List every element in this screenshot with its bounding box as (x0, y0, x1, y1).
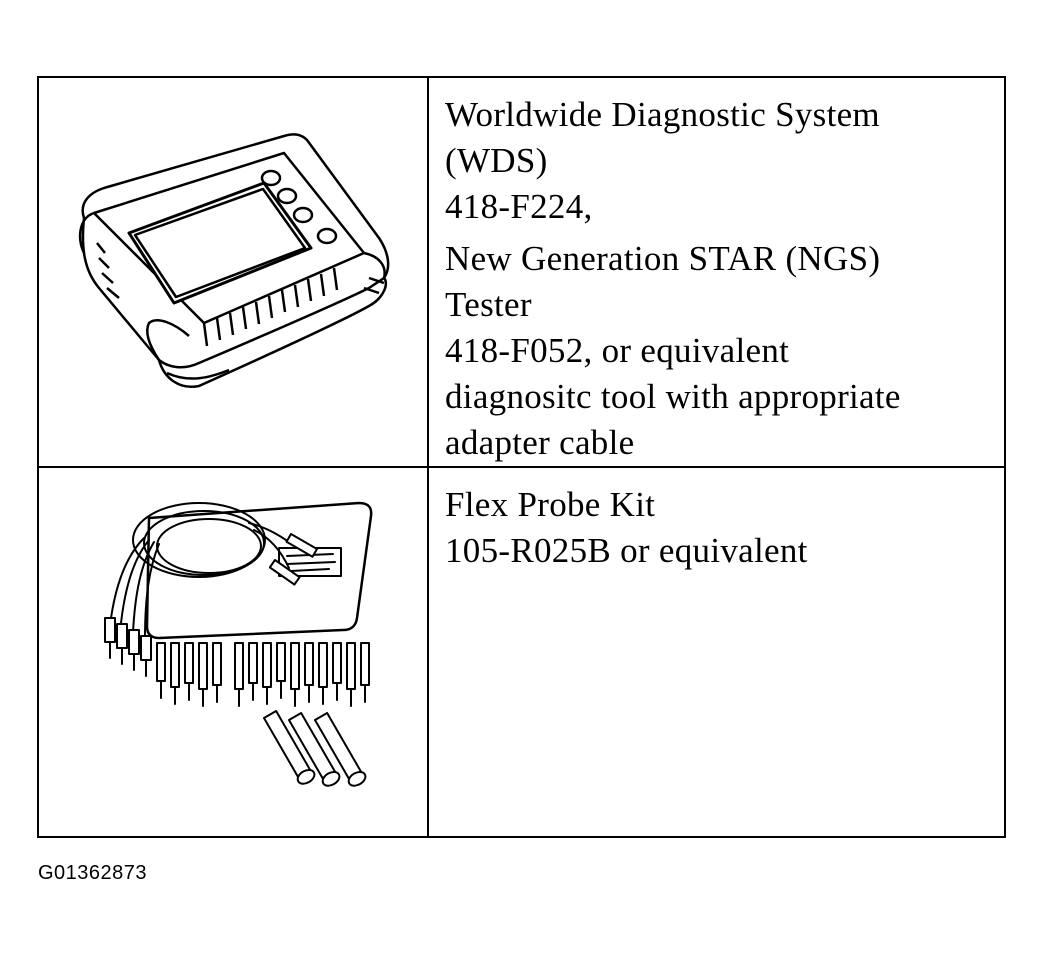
flex-probe-kit-illustration (104, 501, 373, 787)
tool-name-line: Flex Probe Kit (445, 485, 656, 524)
tool-name-line: Tester (445, 285, 532, 324)
tool-name-line: New Generation STAR (NGS) (445, 239, 881, 278)
description-cell: Worldwide Diagnostic System (WDS) 418-F2… (429, 78, 1004, 466)
table-row: Worldwide Diagnostic System (WDS) 418-F2… (39, 78, 1004, 468)
description-cell: Flex Probe Kit 105-R025B or equivalent (429, 468, 1004, 836)
tool-number-line: 105-R025B or equivalent (445, 531, 808, 570)
table-row: Flex Probe Kit 105-R025B or equivalent (39, 468, 1004, 836)
diagnostic-tester-illustration (78, 133, 390, 389)
illustration-cell (39, 468, 429, 836)
illustration-cell (39, 78, 429, 466)
tool-note-line: adapter cable (445, 423, 635, 462)
tool-number-line: 418-F224, (445, 187, 593, 226)
tool-name-line: (WDS) (445, 141, 548, 180)
figure-id: G01362873 (38, 862, 148, 884)
tool-name-line: Worldwide Diagnostic System (445, 95, 880, 134)
special-tools-table: Worldwide Diagnostic System (WDS) 418-F2… (37, 76, 1006, 838)
tool-number-line: 418-F052, or equivalent (445, 331, 790, 370)
tool-note-line: diagnositc tool with appropriate (445, 377, 901, 416)
